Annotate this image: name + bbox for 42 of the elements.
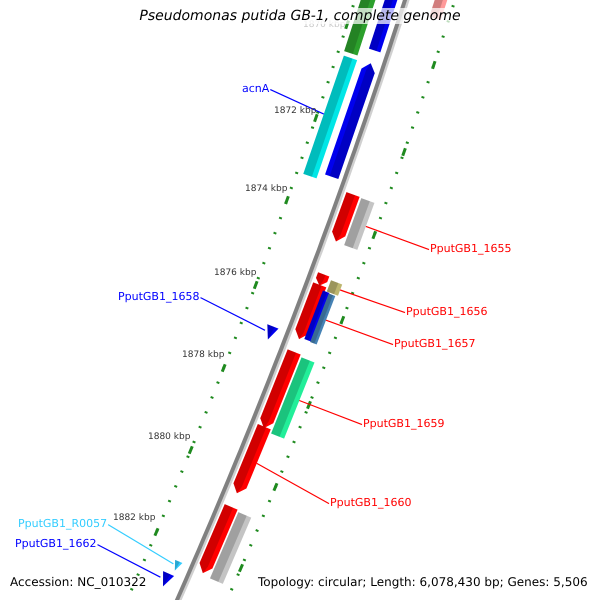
scale-label: 1882 kbp: [113, 513, 156, 524]
gene-label: acnA: [242, 82, 270, 96]
gene-label: PputGB1_1659: [363, 417, 444, 430]
gene-label: PputGB1_1657: [394, 337, 476, 350]
leader-line: [97, 544, 161, 578]
scale-label: 1878 kbp: [182, 350, 224, 361]
gene-label: PputGB1_1660: [330, 496, 412, 510]
leader-line: [108, 524, 174, 564]
gene-feature: [344, 198, 374, 250]
gene-arrowhead: [267, 324, 279, 340]
gene-feature: [260, 349, 301, 428]
gene-feature: [310, 293, 336, 345]
info-text: Accession: NC_010322: [10, 575, 146, 590]
leader-line: [299, 400, 362, 426]
gene-feature: [304, 290, 330, 342]
gene-feature: [316, 272, 330, 286]
gene-label: PputGB1_1658: [118, 290, 200, 304]
leader-line: [340, 289, 406, 314]
gene-label: PputGB1_1662: [15, 537, 96, 550]
gene-feature: [271, 357, 315, 439]
gene-arrowhead: [174, 560, 182, 571]
info-text: Topology: circular; Length: 6,078,430 bp; Genes: 5,506: [258, 575, 588, 590]
scale-label: 1876 kbp: [214, 268, 256, 279]
gene-label: PputGB1_R0057: [18, 517, 108, 530]
scale-label: 1872 kbp: [274, 106, 316, 117]
gene-feature: [210, 512, 252, 584]
gene-feature: [295, 282, 326, 340]
gene-feature: [332, 192, 360, 242]
leader-line: [270, 89, 324, 115]
gene-feature: [326, 280, 342, 296]
scale-label: 1874 kbp: [245, 184, 288, 195]
gene-feature: [325, 63, 375, 180]
scale-label: 1880 kbp: [148, 432, 190, 443]
gene-arrowhead: [163, 571, 174, 586]
leader-line: [326, 320, 394, 346]
gene-feature: [233, 424, 271, 494]
leader-line: [366, 226, 430, 250]
leader-line: [200, 297, 266, 331]
gene-feature: [200, 504, 238, 574]
gene-label: PputGB1_1655: [430, 242, 512, 256]
gene-label: PputGB1_1656: [406, 305, 488, 318]
leader-line: [256, 462, 330, 504]
